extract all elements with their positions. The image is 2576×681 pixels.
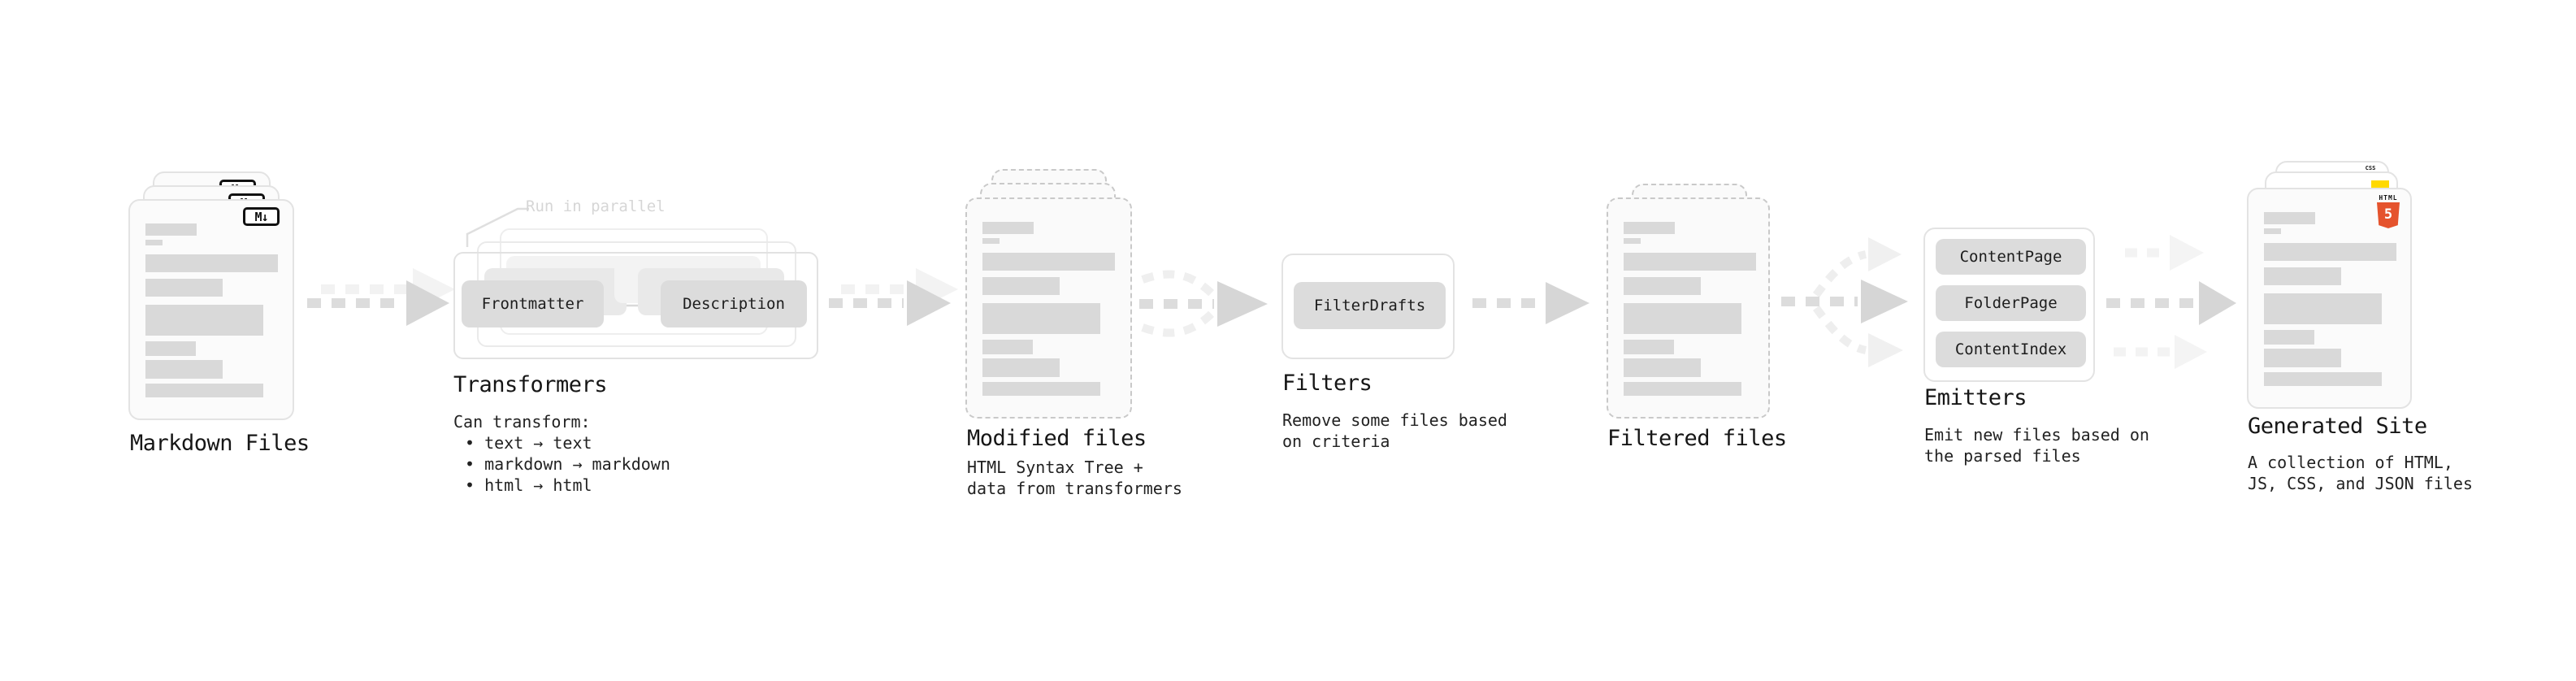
transformers-description: Can transform: • text → text • markdown …: [453, 411, 670, 496]
file-placeholder-lines: [982, 222, 1115, 396]
html5-icon-shield: 5: [2377, 202, 2400, 228]
desc-line: A collection of HTML,: [2248, 453, 2453, 472]
transformer-frame-front: [453, 252, 818, 359]
desc-line: • text → text: [465, 433, 592, 453]
desc-line: on criteria: [1282, 432, 1390, 451]
file-placeholder-lines: [1624, 222, 1756, 396]
arrow-emitters-to-generated: [2106, 235, 2236, 369]
desc-line: HTML Syntax Tree +: [967, 458, 1143, 477]
desc-line: data from transformers: [967, 479, 1182, 498]
emitters-panel: ContentPage FolderPage ContentIndex: [1923, 228, 2095, 382]
emitters-description: Emit new files based on the parsed files: [1924, 424, 2149, 466]
modified-file-card-front: [965, 197, 1132, 419]
arrow-filters-to-filtered: [1472, 282, 1589, 324]
css-icon-word: CSS: [2365, 165, 2376, 171]
filter-drafts-chip: FilterDrafts: [1294, 282, 1446, 329]
desc-line: JS, CSS, and JSON files: [2248, 474, 2473, 493]
stage-label-emitters: Emitters: [1924, 385, 2027, 410]
desc-line: the parsed files: [1924, 446, 2081, 466]
run-in-parallel-annotation: Run in parallel: [526, 197, 666, 215]
markdown-file-card-front: M↓: [128, 199, 294, 420]
content-page-chip: ContentPage: [1936, 239, 2086, 275]
generated-site-description: A collection of HTML, JS, CSS, and JSON …: [2248, 452, 2473, 494]
js-icon: [2371, 180, 2389, 188]
transformer-description-chip: Description: [661, 280, 807, 327]
folder-page-chip: FolderPage: [1936, 285, 2086, 321]
file-placeholder-lines: [145, 223, 278, 397]
generated-html-card: HTML 5: [2247, 188, 2412, 409]
stage-label-modified-files: Modified files: [967, 426, 1147, 451]
arrow-transformers-to-modified: [829, 268, 958, 326]
html5-icon-word: HTML: [2379, 194, 2398, 202]
stage-label-filters: Filters: [1282, 371, 1373, 396]
markdown-icon: M↓: [243, 207, 280, 226]
arrow-filtered-to-emitters-branch: [1781, 237, 1908, 367]
transformer-frontmatter-chip: Frontmatter: [462, 280, 604, 327]
stage-label-generated-site: Generated Site: [2248, 414, 2427, 439]
desc-line: Emit new files based on: [1924, 425, 2149, 445]
desc-line: • html → html: [465, 475, 592, 495]
file-placeholder-lines: [2264, 212, 2396, 386]
stage-label-filtered-files: Filtered files: [1607, 426, 1787, 451]
stage-label-markdown-files: Markdown Files: [130, 431, 310, 456]
modified-files-description: HTML Syntax Tree + data from transformer…: [967, 457, 1182, 499]
filters-panel: FilterDrafts: [1281, 254, 1455, 359]
desc-line: Remove some files based: [1282, 410, 1507, 430]
content-index-chip: ContentIndex: [1936, 332, 2086, 367]
run-in-parallel-connector: [466, 207, 529, 247]
desc-line: Can transform:: [453, 412, 591, 432]
html5-icon: HTML 5: [2376, 194, 2400, 228]
desc-line: • markdown → markdown: [465, 454, 670, 474]
arrow-markdown-to-transformers: [307, 268, 455, 326]
arrow-modified-to-filters-merge: [1139, 270, 1268, 337]
filters-description: Remove some files based on criteria: [1282, 410, 1507, 452]
filtered-file-card-front: [1607, 197, 1770, 419]
stage-label-transformers: Transformers: [453, 372, 608, 397]
